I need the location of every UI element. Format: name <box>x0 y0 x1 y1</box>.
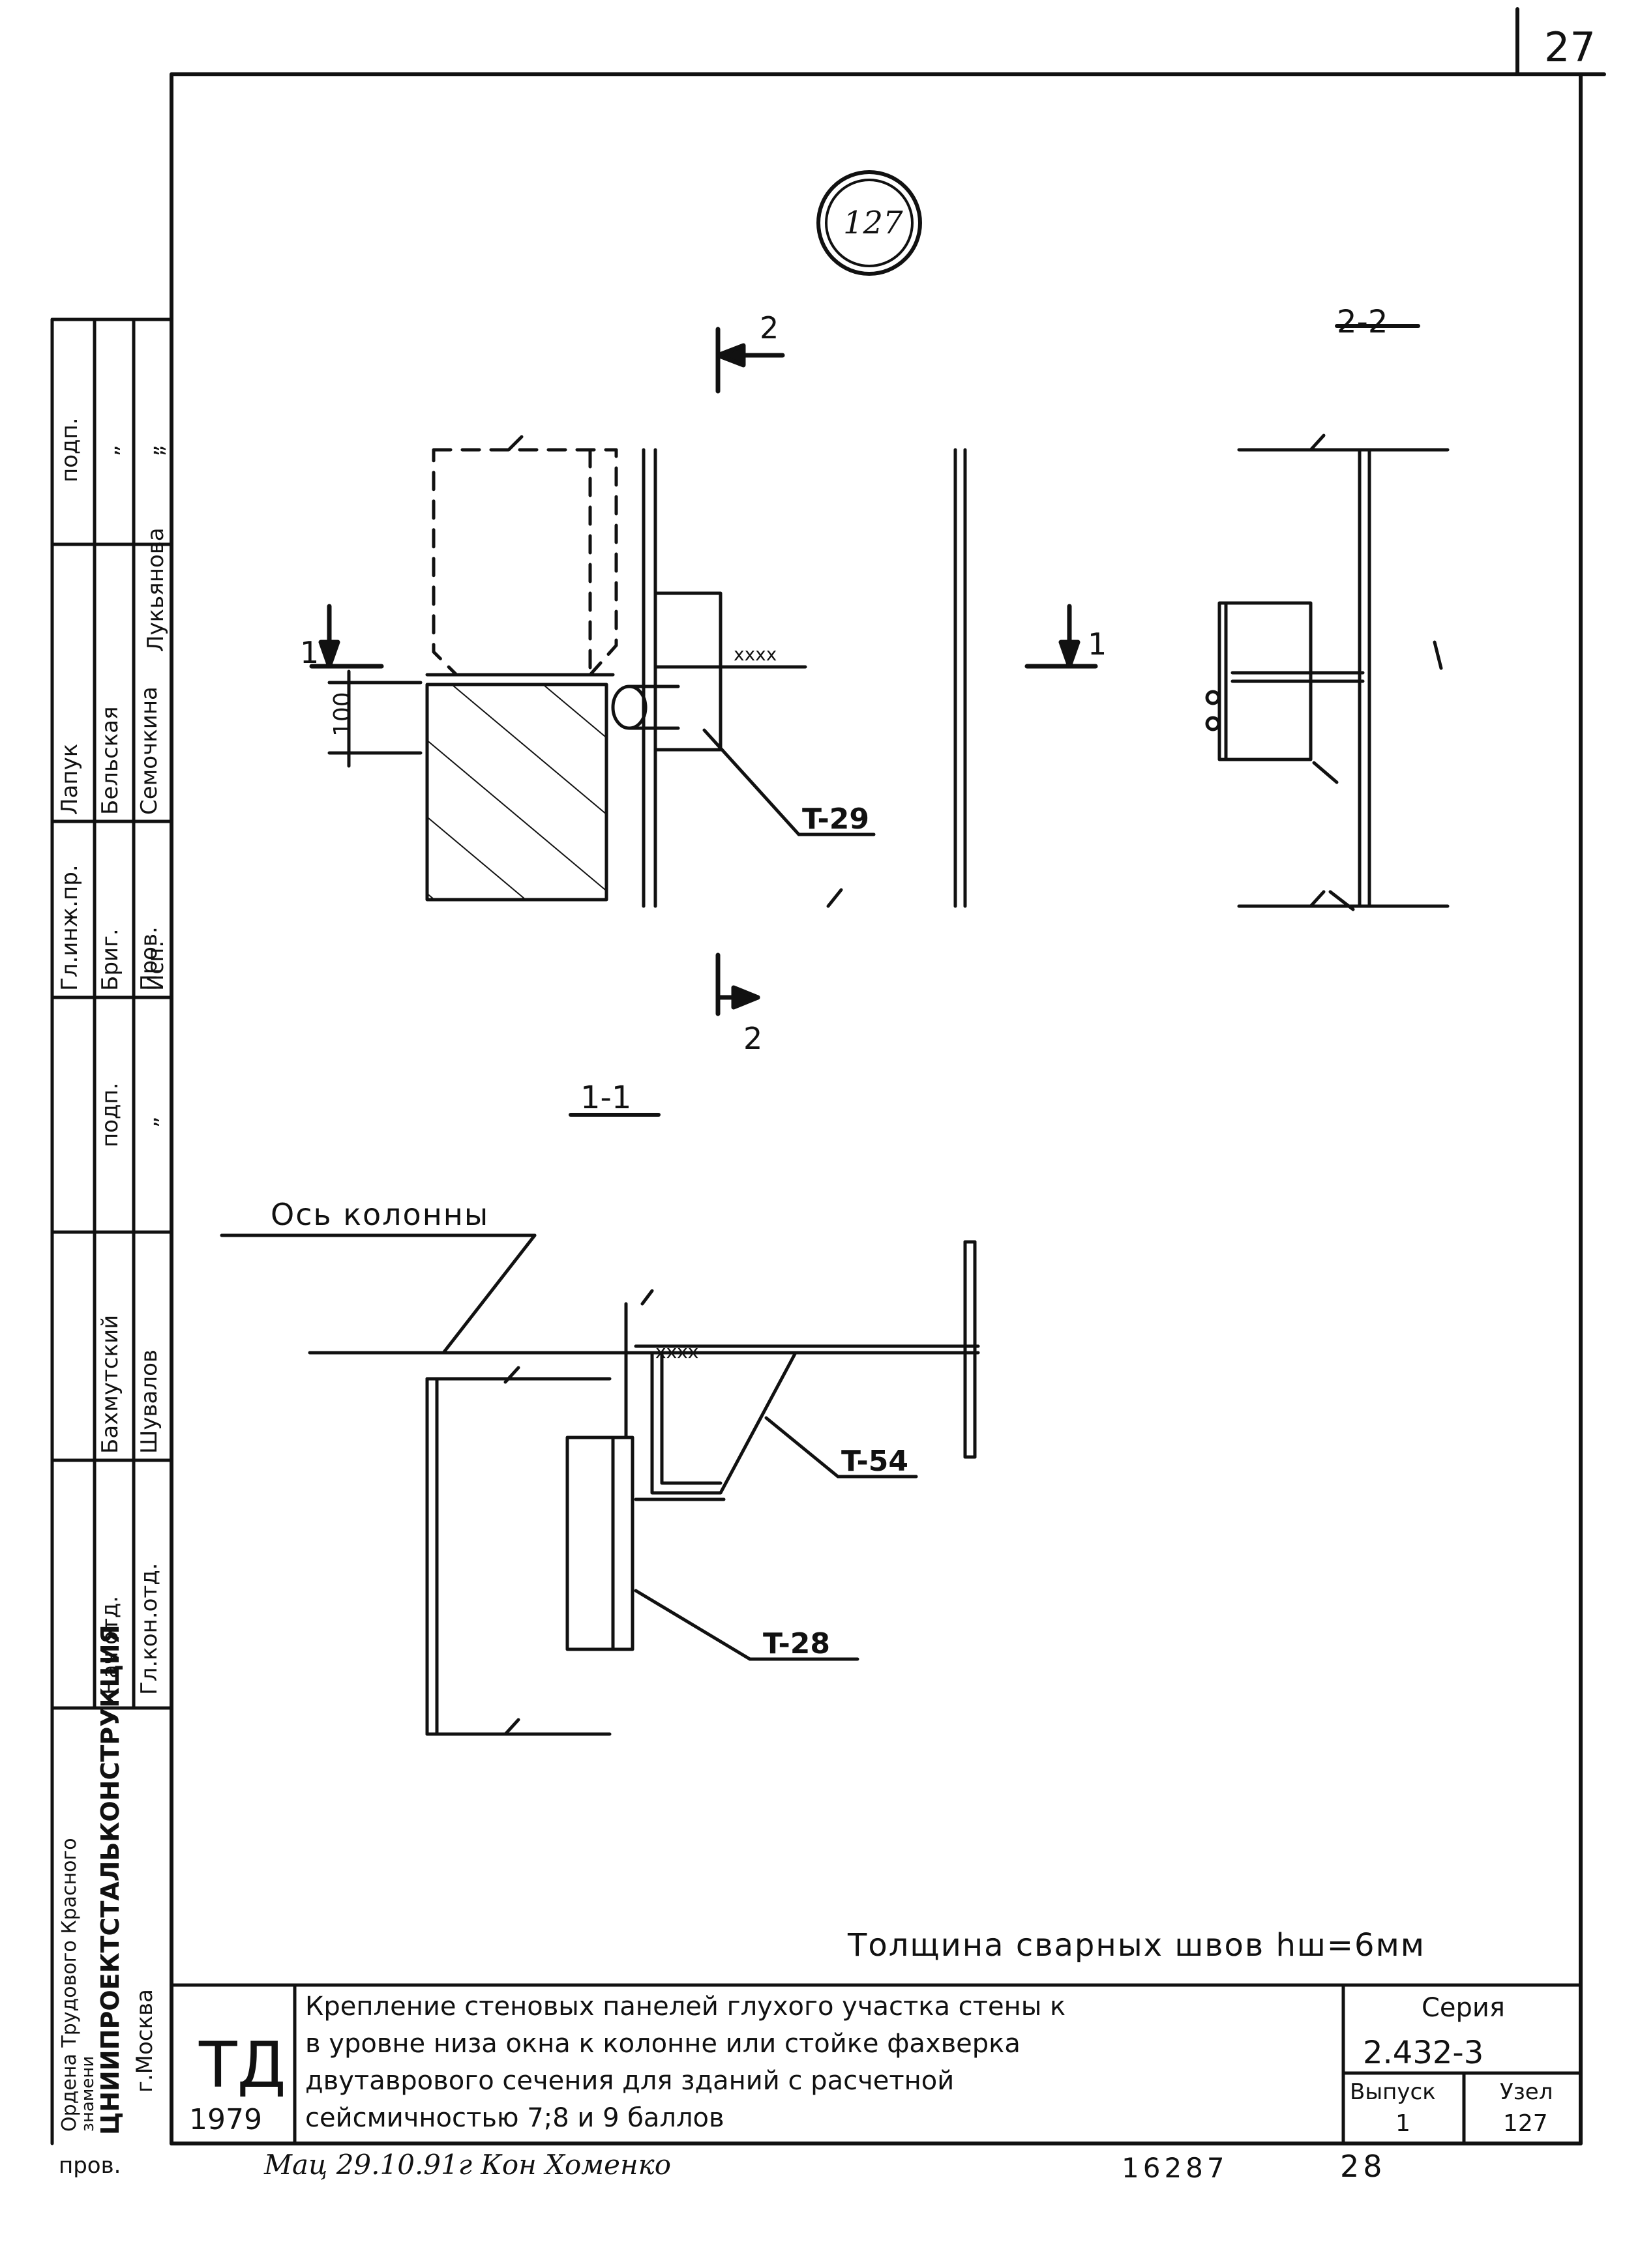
ditto-1: „ <box>97 445 123 456</box>
weld-mark-1: xxxx <box>734 643 777 665</box>
section-1-1-view <box>220 1113 980 1736</box>
sheet-frame <box>170 7 1606 2145</box>
view-title-1-1: 1-1 <box>580 1080 632 1116</box>
title-line-2: в уровне низа окна к колонне или стойке … <box>305 2029 1021 2059</box>
sheet-number: 28 <box>1340 2149 1386 2184</box>
dept-ditto: „ <box>136 1116 162 1128</box>
role-executor: Исп. <box>143 940 169 991</box>
node-marker <box>816 170 922 276</box>
prov-label: пров. <box>59 2153 121 2179</box>
section-2-2-view <box>1205 324 1450 911</box>
node-value: 127 <box>1503 2110 1548 2137</box>
issue-value: 1 <box>1395 2110 1410 2137</box>
column-axis-label: Ось колонны <box>271 1197 490 1232</box>
weld-thickness-note: Толщина сварных швов hш=6мм <box>848 1927 1425 1964</box>
title-line-3: двутаврового сечения для зданий с расчет… <box>305 2066 955 2096</box>
issue-label: Выпуск <box>1350 2079 1436 2105</box>
role-brigadier: Бриг. <box>97 928 123 991</box>
signature-strip <box>50 317 173 2145</box>
callout-t54: T-54 <box>841 1445 909 1478</box>
dept-name-shuvalov: Шувалов <box>136 1349 162 1454</box>
dept-podp: подп. <box>97 1082 123 1147</box>
weld-mark-2: xxxx <box>655 1341 699 1362</box>
series-value: 2.432-3 <box>1363 2035 1484 2071</box>
dept-name-bakhmutsky: Бахмутский <box>97 1314 123 1454</box>
name-lapuk: Лапук <box>57 743 83 815</box>
org-line-2: знамени <box>78 2055 98 2132</box>
callout-t29: T-29 <box>802 803 870 836</box>
ditto-3: „ <box>143 445 169 456</box>
org-name: ЦНИИПРОЕКТСТАЛЬКОНСТРУКЦИЯ <box>96 1625 125 2135</box>
view-title-2-2: 2-2 <box>1337 304 1388 340</box>
title-line-4: сейсмичностью 7;8 и 9 баллов <box>305 2103 724 2133</box>
title-line-1: Крепление стеновых панелей глухого участ… <box>305 1992 1066 2022</box>
section-2-label-bottom: 2 <box>743 1021 763 1056</box>
page-number: 27 <box>1544 23 1596 71</box>
dimension-100: 100 <box>329 692 356 737</box>
callout-t28: T-28 <box>763 1627 831 1660</box>
section-1-label-left: 1 <box>300 635 320 670</box>
node-label: Узел <box>1500 2079 1553 2105</box>
name-belskaya: Бельская <box>97 706 123 815</box>
org-line-1: Ордена Трудового Красного <box>58 1838 81 2132</box>
section-2-markers <box>715 327 785 1016</box>
year: 1979 <box>189 2103 262 2136</box>
name-semochkina: Семочкина <box>136 686 162 815</box>
doc-number: 16287 <box>1122 2152 1229 2184</box>
td-logo: ТД <box>199 2029 286 2102</box>
role-chief-engineer: Гл.инж.пр. <box>57 864 83 991</box>
title-block-frame <box>170 1983 1583 2145</box>
series-label: Серия <box>1422 1993 1505 2023</box>
elevation-view <box>327 435 967 908</box>
section-1-markers <box>309 604 1098 669</box>
org-city: г.Москва <box>132 1989 158 2093</box>
node-number: 127 <box>843 205 903 241</box>
dept-role-chief: Гл.кон.отд. <box>136 1563 162 1695</box>
section-1-label-right: 1 <box>1088 626 1107 662</box>
prov-signature: Мац 29.10.91г Кон Хоменко <box>264 2149 672 2181</box>
name-lukyanova: Лукьянова <box>143 527 169 652</box>
podp-header: подп. <box>57 417 83 482</box>
section-2-label-top: 2 <box>760 310 779 346</box>
